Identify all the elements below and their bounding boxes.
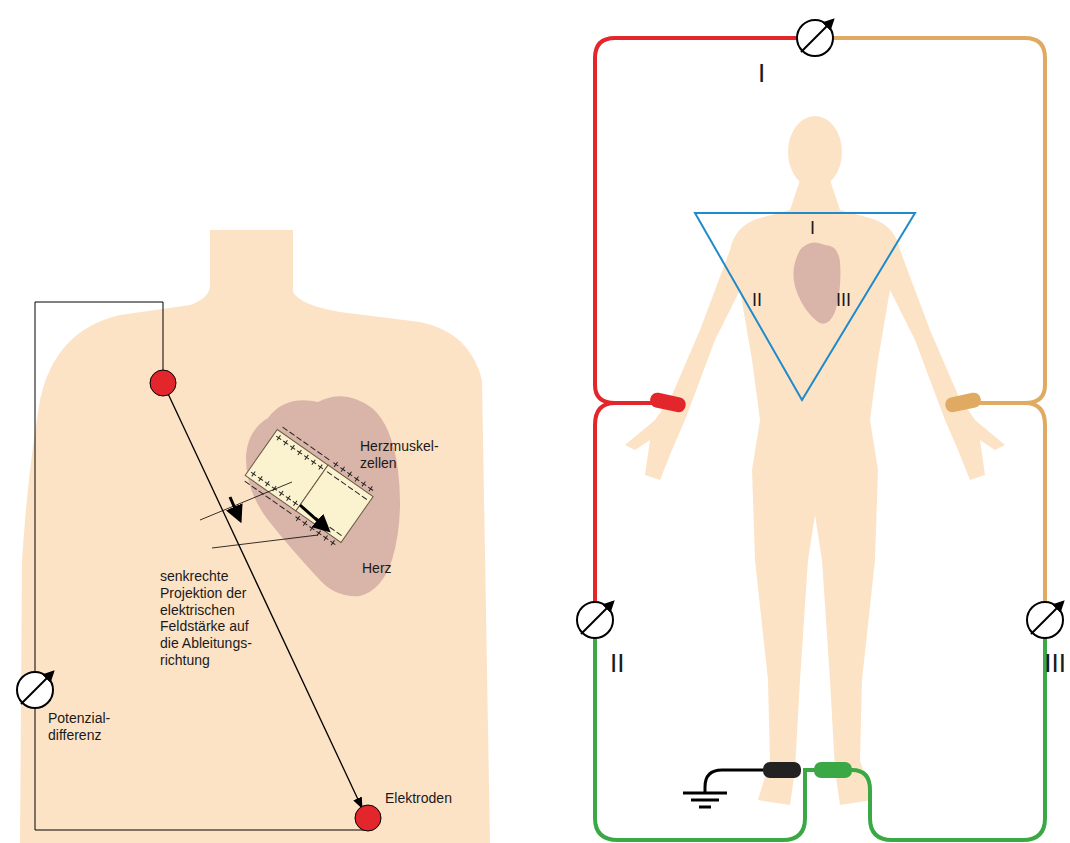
- minus-sign: [341, 481, 346, 484]
- minus-sign: [362, 496, 367, 499]
- minus-sign: [355, 491, 360, 494]
- human-head: [788, 116, 842, 188]
- minus-sign: [283, 427, 288, 430]
- annotation-label: Elektroden: [385, 790, 452, 807]
- minus-sign: [330, 527, 335, 530]
- plus-sign: [263, 479, 271, 487]
- plus-sign: [309, 458, 317, 466]
- electrode: [649, 391, 687, 413]
- electrode: [150, 370, 176, 396]
- plus-sign: [294, 514, 302, 522]
- minus-sign: [252, 486, 257, 489]
- leader-line: [200, 482, 292, 520]
- heart: [246, 396, 400, 596]
- meter-symbol: [577, 602, 613, 638]
- minus-sign: [290, 432, 295, 435]
- plus-sign: [353, 475, 361, 483]
- leader-line: [212, 535, 318, 548]
- electrode: [355, 805, 381, 831]
- plus-sign: [301, 519, 309, 527]
- electrode: [814, 762, 852, 778]
- minus-sign: [287, 510, 292, 513]
- plus-sign: [322, 534, 330, 542]
- plus-sign: [277, 489, 285, 497]
- lead-numeral: I: [810, 218, 815, 240]
- electrode: [944, 391, 982, 413]
- plus-sign: [288, 443, 296, 451]
- annotation-label: Herz: [362, 560, 392, 577]
- minus-sign: [245, 481, 250, 484]
- plus-sign: [315, 529, 323, 537]
- minus-sign: [280, 506, 285, 509]
- plus-sign: [346, 470, 354, 478]
- plus-sign: [360, 480, 368, 488]
- plus-sign: [284, 494, 292, 502]
- minus-sign: [303, 442, 308, 445]
- minus-sign: [334, 477, 339, 480]
- field-vector: [300, 505, 328, 530]
- torso: [20, 230, 490, 843]
- annotation-label: senkrechte Projektion der elektrischen F…: [160, 568, 260, 669]
- meter-symbol: [797, 20, 833, 56]
- minus-sign: [337, 532, 342, 535]
- lead-numeral: II: [610, 648, 624, 679]
- einthoven-triangle: [695, 213, 915, 400]
- minus-sign: [324, 456, 329, 459]
- heart-muscle-cells: [241, 423, 378, 549]
- minus-sign: [348, 486, 353, 489]
- minus-sign: [266, 496, 271, 499]
- plus-sign: [339, 465, 347, 473]
- plus-sign: [256, 475, 264, 483]
- plus-sign: [270, 484, 278, 492]
- electrode: [763, 762, 801, 778]
- plus-sign: [316, 463, 324, 471]
- lead-numeral: III: [836, 290, 851, 312]
- projection-vector: [230, 497, 240, 520]
- human-figure: [625, 180, 1005, 805]
- minus-sign: [297, 437, 302, 440]
- wires: [595, 38, 1045, 840]
- lead-wire: [35, 302, 368, 830]
- annotation-label: Potenzial- differenz: [48, 710, 110, 744]
- plus-sign: [282, 439, 290, 447]
- plus-sign: [295, 448, 303, 456]
- annotation-label: Herzmuskel- zellen: [360, 438, 439, 472]
- plus-sign: [275, 434, 283, 442]
- plus-sign: [308, 524, 316, 532]
- plus-sign: [366, 485, 374, 493]
- minus-sign: [273, 501, 278, 504]
- minus-sign: [327, 472, 332, 475]
- plus-sign: [249, 470, 257, 478]
- plus-sign: [329, 539, 337, 547]
- plus-sign: [291, 499, 299, 507]
- meter-symbol: [1027, 602, 1063, 638]
- minus-sign: [310, 447, 315, 450]
- plus-sign: [302, 453, 310, 461]
- plus-sign: [332, 460, 340, 468]
- lead-numeral: III: [1044, 648, 1066, 679]
- lead-numeral: I: [758, 58, 765, 89]
- heart: [793, 242, 840, 323]
- minus-sign: [317, 452, 322, 455]
- lead-numeral: II: [752, 290, 762, 312]
- meter-symbol: [17, 672, 53, 708]
